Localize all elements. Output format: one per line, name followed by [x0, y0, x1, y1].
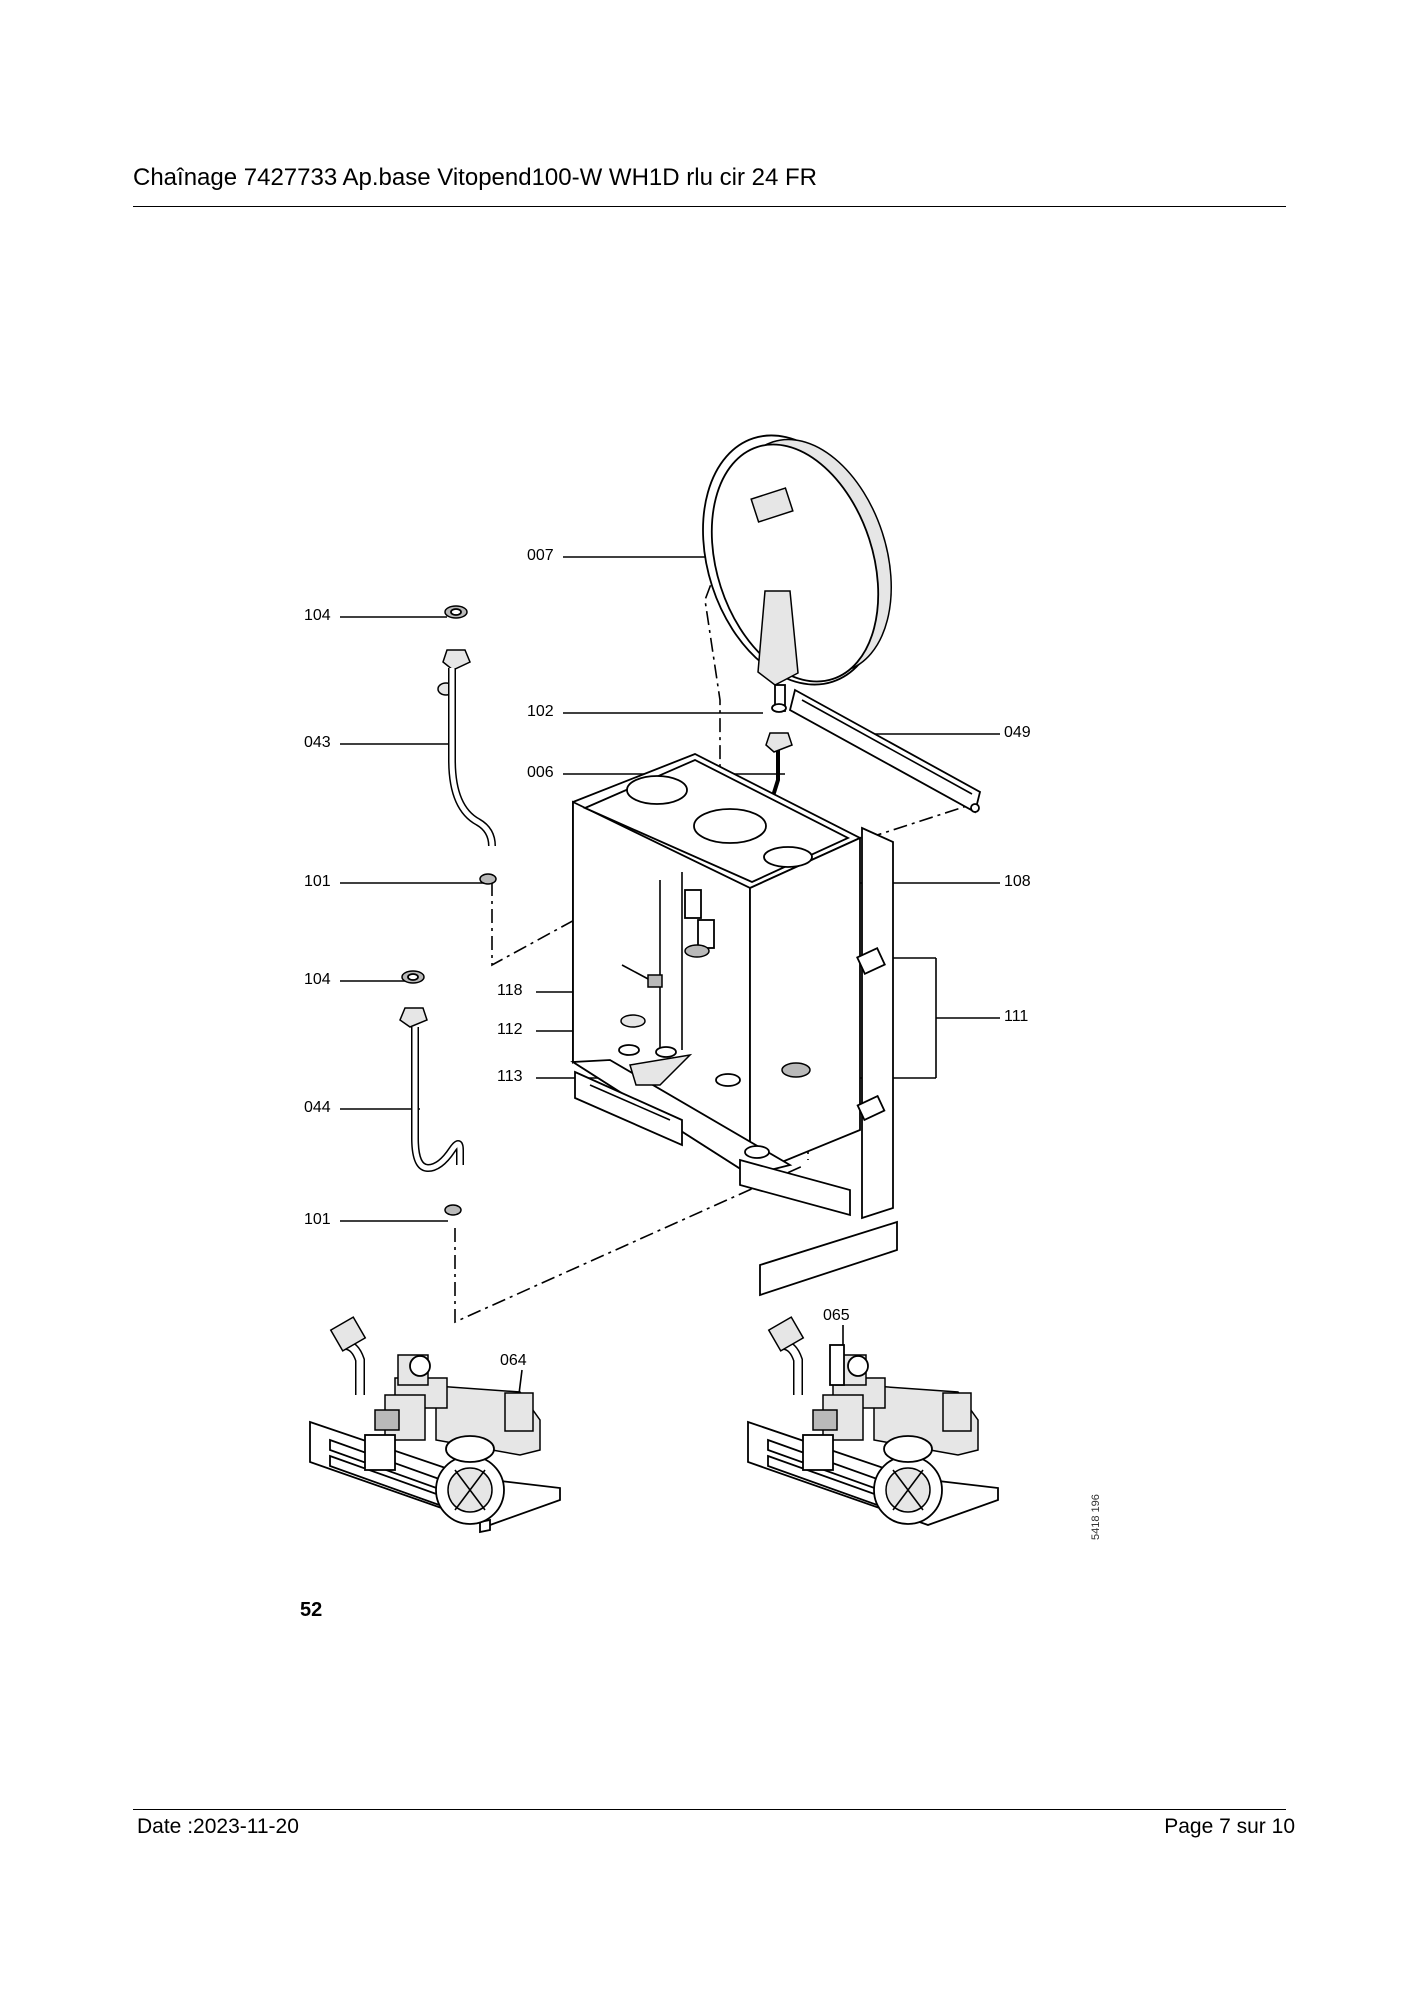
callout-104-bottom: 104 — [304, 971, 331, 988]
callout-104-top: 104 — [304, 607, 331, 624]
hydraulic-block-064 — [309, 1316, 561, 1534]
callout-111: 111 — [1004, 1008, 1029, 1025]
callout-101-bottom: 101 — [304, 1211, 331, 1228]
callout-006: 006 — [527, 764, 554, 781]
callout-102: 102 — [527, 703, 554, 720]
callout-044: 044 — [304, 1099, 331, 1116]
callout-043: 043 — [304, 734, 331, 751]
header-rule — [133, 206, 1286, 207]
callout-113: 113 — [497, 1068, 523, 1085]
callout-112: 112 — [497, 1021, 523, 1038]
expansion-vessel — [702, 434, 892, 712]
mounting-bracket — [788, 688, 982, 814]
pipe-044 — [399, 1007, 464, 1173]
callout-064: 064 — [500, 1352, 527, 1369]
hydraulic-block-065 — [747, 1316, 999, 1526]
callout-049: 049 — [1004, 724, 1031, 741]
footer-date: Date :2023-11-20 — [137, 1815, 299, 1838]
callout-101-top: 101 — [304, 873, 331, 890]
footer-rule — [133, 1809, 1286, 1810]
figure-page-number: 52 — [300, 1599, 323, 1621]
callout-108: 108 — [1004, 873, 1031, 890]
callout-065: 065 — [823, 1307, 850, 1324]
document-title: Chaînage 7427733 Ap.base Vitopend100-W W… — [133, 164, 817, 191]
drawing-code: 5418 196 — [1090, 1494, 1102, 1540]
callout-118: 118 — [497, 982, 523, 999]
pipe-043 — [437, 649, 496, 847]
small-parts — [401, 605, 663, 1216]
footer-page-indicator: Page 7 sur 10 — [1164, 1815, 1295, 1838]
callout-007: 007 — [527, 547, 554, 564]
boiler-frame — [570, 753, 898, 1297]
